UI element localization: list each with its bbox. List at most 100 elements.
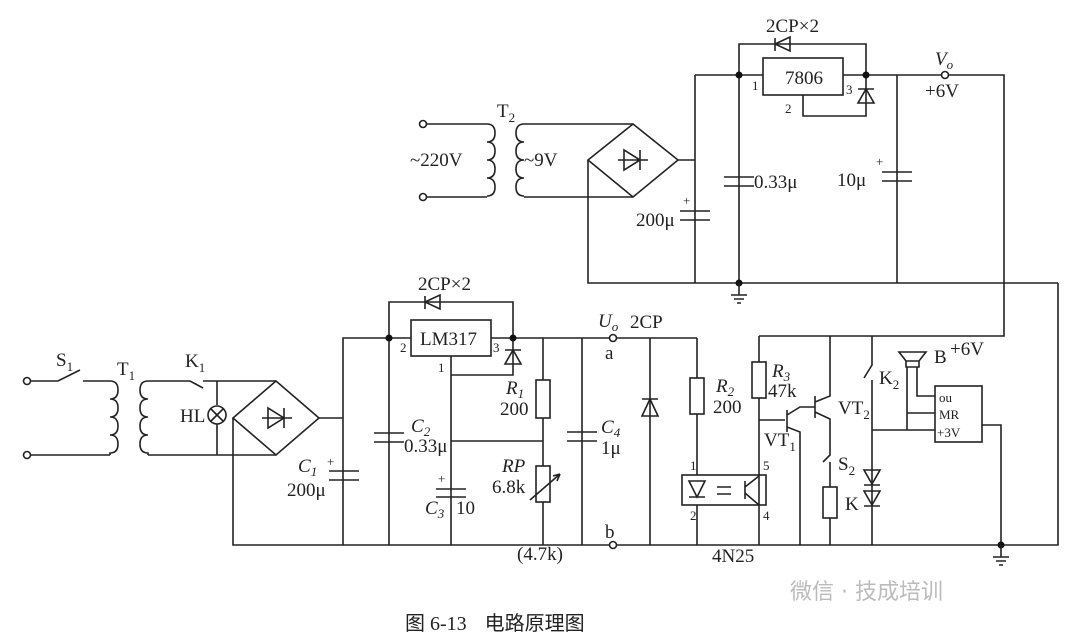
- diode-protect-top: [856, 87, 876, 104]
- uo-label: Uo: [598, 311, 619, 334]
- svg-text:10μ: 10μ: [837, 170, 866, 191]
- terminal-a: [608, 333, 618, 343]
- terminal-220v-bottom: [418, 192, 428, 202]
- t2-label: T2: [497, 101, 515, 125]
- switch-s1: [31, 369, 110, 456]
- svg-text:3: 3: [493, 340, 500, 355]
- vo-label: Vo: [935, 49, 954, 72]
- ground-icon-bottom: [993, 545, 1009, 566]
- svg-text:a: a: [605, 343, 614, 364]
- transistor-vt2: [814, 336, 831, 545]
- vt1-label: VT1: [764, 430, 796, 454]
- cap-c2: [374, 432, 404, 443]
- svg-text:3: 3: [846, 82, 853, 97]
- top-power-supply: T2 ~220V ~9V + 200μ 7806 1 2 3 2CP×2 0.3…: [410, 16, 1058, 304]
- vo-voltage: +6V: [925, 81, 959, 102]
- transistor-vt1: [786, 406, 815, 545]
- svg-text:47k: 47k: [768, 381, 797, 402]
- t1-secondary-coil: [139, 380, 149, 455]
- r1-label: R1: [505, 378, 524, 401]
- speaker-icon: [897, 351, 935, 430]
- svg-text:200: 200: [713, 397, 742, 418]
- svg-text:ou: ou: [939, 390, 953, 405]
- watermark: 微信 · 技成培训: [790, 580, 943, 605]
- resistor-r2: [689, 377, 705, 415]
- diode-2cp-top: [773, 35, 791, 53]
- svg-text:+: +: [438, 471, 445, 486]
- t1-label: T1: [117, 359, 135, 383]
- svg-text:+: +: [327, 454, 334, 469]
- bridge-rectifier-top: [586, 122, 680, 199]
- svg-text:10: 10: [456, 498, 475, 519]
- svg-text:200: 200: [500, 399, 529, 420]
- cap-10u-top: [882, 75, 912, 283]
- svg-text:1μ: 1μ: [601, 438, 621, 459]
- vt2-label: VT2: [838, 398, 870, 422]
- cap-0.33u-top: [724, 176, 754, 187]
- t2-secondary-coil: [515, 123, 525, 197]
- cap-c1: [329, 470, 359, 481]
- alarm-circuit: R2 200 1 2 5 4 4N25 R3 47k VT1 VT2 S2 K …: [681, 283, 1009, 567]
- c2-label: C2: [411, 416, 431, 439]
- c3-label: C3: [425, 498, 445, 521]
- k1-label: K1: [185, 351, 205, 375]
- cap-200u-label: 200μ: [636, 210, 675, 231]
- resistor-r3: [751, 361, 767, 399]
- svg-text:K: K: [845, 494, 859, 515]
- cap-c4: [567, 338, 597, 545]
- svg-text:+: +: [683, 193, 690, 208]
- relay-contact-k1: [148, 380, 276, 456]
- svg-text:5: 5: [763, 458, 770, 473]
- svg-text:MR: MR: [939, 407, 960, 422]
- ground-icon-top: [731, 283, 747, 304]
- diode-2cp-lm317: [423, 293, 441, 311]
- regulator-7806-label: 7806: [785, 68, 823, 89]
- diode-pair: [862, 469, 882, 507]
- svg-text:0.33μ: 0.33μ: [754, 172, 797, 193]
- regulator-7806: [762, 57, 844, 96]
- adjustable-power-supply: S1 T1 K1 HL + C1 200μ LM317 2 1 3 2CP×2 …: [22, 274, 1059, 565]
- svg-text:2: 2: [785, 101, 792, 116]
- svg-text:+6V: +6V: [950, 339, 984, 360]
- svg-text:RP: RP: [501, 456, 526, 477]
- svg-text:1: 1: [690, 458, 697, 473]
- svg-text:2CP×2: 2CP×2: [418, 274, 471, 295]
- svg-text:6.8k: 6.8k: [492, 477, 526, 498]
- bridge-rectifier-bottom: [231, 379, 321, 457]
- relay-coil-k: [822, 486, 838, 519]
- lamp-label: HL: [180, 406, 205, 427]
- t1-primary-coil: [109, 380, 119, 455]
- r3-label: R3: [771, 361, 791, 384]
- c4-label: C4: [601, 417, 621, 440]
- r2-label: R2: [715, 376, 735, 399]
- terminal-220v-top: [418, 119, 428, 129]
- diode-2cp-clamp: [640, 397, 660, 417]
- primary-voltage-label: ~220V: [410, 150, 463, 171]
- k2-label: K2: [879, 368, 899, 392]
- c1-label: C1: [298, 456, 317, 479]
- s2-label: S2: [838, 454, 855, 478]
- svg-text:B: B: [934, 347, 947, 368]
- music-ic: [934, 385, 983, 443]
- svg-text:2CP: 2CP: [630, 312, 663, 333]
- svg-text:1: 1: [438, 360, 445, 375]
- svg-text:1: 1: [752, 78, 759, 93]
- lm317-label: LM317: [420, 329, 477, 350]
- svg-text:+3V: +3V: [937, 425, 961, 440]
- opto-label: 4N25: [712, 546, 754, 567]
- diodes-label-top: 2CP×2: [766, 16, 819, 37]
- secondary-voltage-label: ~9V: [524, 150, 558, 171]
- resistor-r1: [535, 379, 551, 419]
- svg-text:2: 2: [400, 340, 407, 355]
- vo-terminal: [940, 70, 950, 80]
- relay-contact-k2: [863, 336, 935, 545]
- terminal-b: [608, 540, 618, 550]
- svg-text:200μ: 200μ: [287, 480, 326, 501]
- svg-text:2: 2: [690, 508, 697, 523]
- potentiometer-rp: [535, 465, 551, 503]
- bridge-diode-icon: [618, 148, 648, 172]
- svg-text:(4.7k): (4.7k): [517, 544, 563, 565]
- s1-label: S1: [56, 350, 73, 374]
